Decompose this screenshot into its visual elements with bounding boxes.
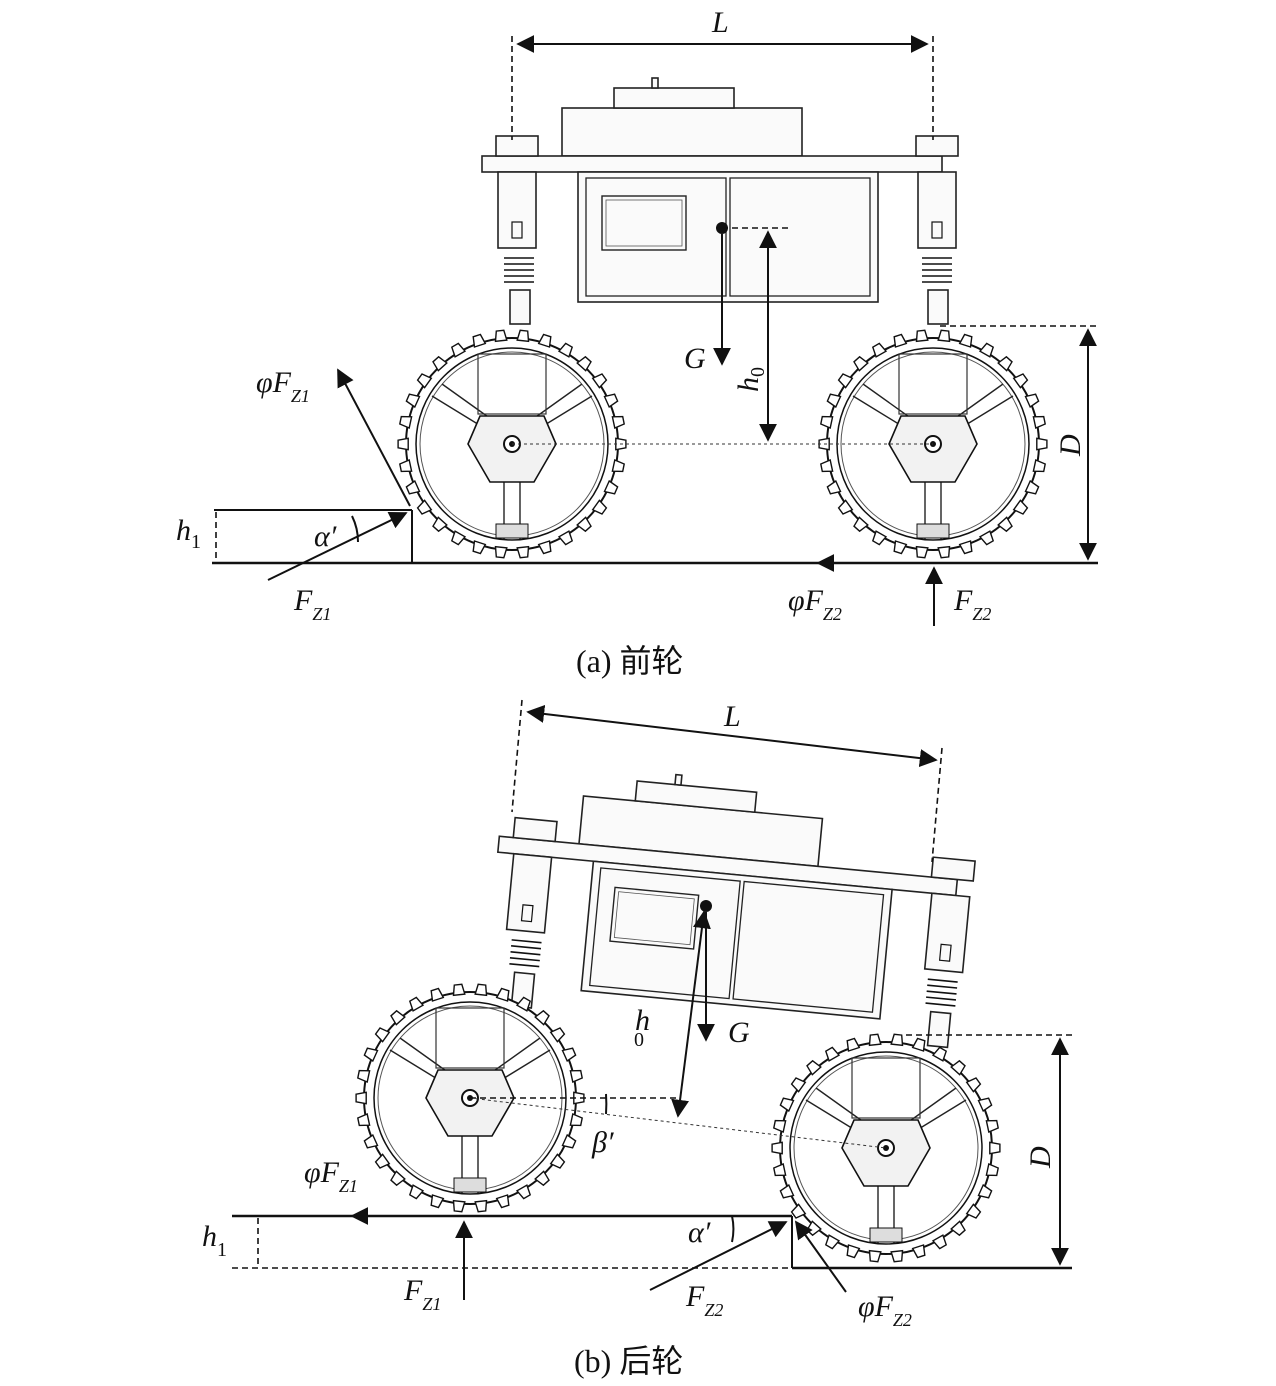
caption-a: (a) 前轮 [576,643,684,679]
wheelbase-dimension-b [526,704,938,768]
label-fz2-b: FZ2 [685,1280,723,1320]
label-phi-fz2-a: φFZ2 [788,584,842,624]
fz1-arrow-a [267,511,408,581]
label-L-b: L [723,700,741,733]
label-phi-fz1-a: φFZ1 [256,366,310,406]
label-fz1-b: FZ1 [403,1274,441,1314]
vehicle-body-a [481,77,959,325]
alpha-arc-b [731,1215,735,1243]
center-of-gravity-b [700,900,712,912]
alpha-arc-a [351,515,360,543]
vehicle-body-b [482,757,982,1050]
panel-a: L G h0 D h1 α′ φFZ1 FZ1 φFZ2 FZ2 (a) 前轮 [176,6,1100,679]
caption-b: (b) 后轮 [574,1343,683,1379]
label-phi-fz1-b: φFZ1 [304,1156,358,1196]
label-G-b: G [728,1016,750,1049]
rear-right-wheel-b [771,1033,1001,1263]
label-fz1-a: FZ1 [293,584,331,624]
h0-dimension-b [671,910,711,1118]
fz2-arrow-b [649,1221,788,1291]
label-D-b: D [1024,1146,1057,1169]
label-L-a: L [711,6,729,39]
label-G-a: G [684,342,706,375]
label-D-a: D [1054,434,1087,457]
label-beta-b: β′ [591,1126,614,1159]
phi-fz1-arrow-a [337,368,411,507]
label-fz2-a: FZ2 [953,584,991,624]
label-h0-a: h0 [732,367,769,392]
phi-fz2-arrow-b [794,1220,847,1293]
label-phi-fz2-b: φFZ2 [858,1290,912,1330]
label-alpha-a: α′ [314,520,337,553]
label-h1-b: h1 [202,1220,227,1261]
label-h1-a: h1 [176,514,201,553]
axle-line-b [469,1097,887,1149]
label-alpha-b: α′ [688,1216,711,1249]
